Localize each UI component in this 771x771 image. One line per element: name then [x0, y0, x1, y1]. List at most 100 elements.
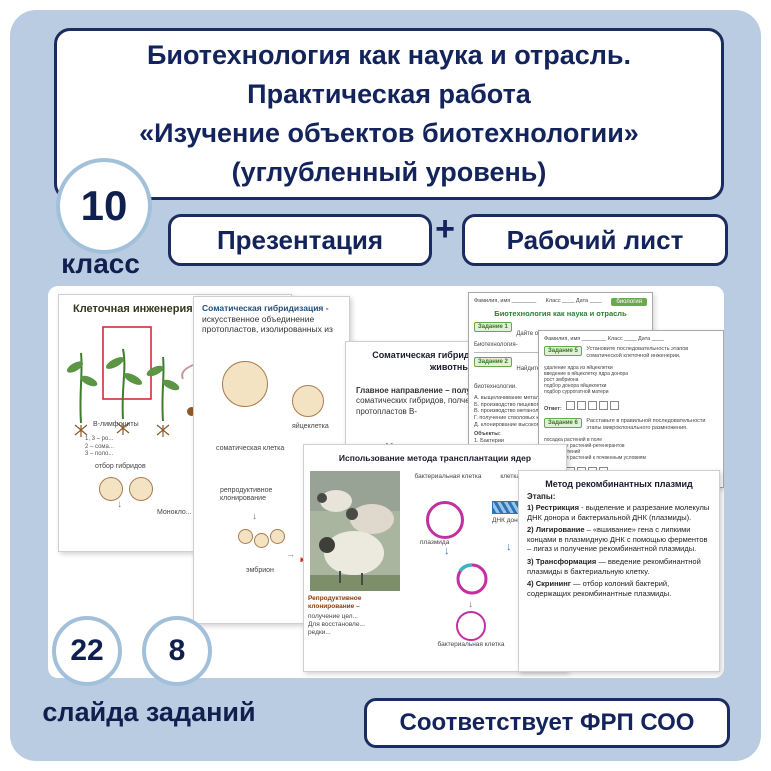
arrow-right-icon: → — [286, 549, 295, 559]
stage-term: 2) Лигирование — [527, 525, 585, 535]
stage-rest: — отбор колоний бактерий, содержащих рек… — [527, 579, 672, 598]
tasks-count-circle: 8 — [142, 616, 212, 686]
title-line: «Изучение объектов биотехнологии» — [139, 118, 639, 148]
cell-dot-icon — [187, 407, 196, 416]
egg-cell-label: яйцеклетка — [292, 423, 329, 430]
hybrid-cell-icon — [129, 477, 153, 501]
repro-line: редки... — [308, 629, 331, 636]
stage-rest: - выделение и разрезание молекулы ДНК до… — [527, 503, 710, 522]
worksheet-page-2: Фамилия, имя ________ Класс ____ Дата __… — [538, 330, 724, 488]
title-box: Биотехнология как наука и отрасль. Практ… — [54, 28, 724, 200]
task-item: Б. производство пищевого и кормо... — [474, 401, 568, 408]
repro-line: получение цел... — [308, 613, 358, 620]
stages-label: Этапы: — [527, 492, 556, 501]
sheep-photo — [310, 471, 400, 591]
arrow-down-icon: ↓ — [252, 511, 257, 522]
task-text: Установите последовательность этапов сом… — [586, 345, 689, 359]
worksheet-title: Биотехнология как наука и отрасль — [494, 309, 627, 318]
task-label: Задание 5 — [544, 345, 582, 356]
task-label: Задание 1 — [474, 322, 512, 332]
slide-heading: Соматическая гибридизация - искусственно… — [202, 303, 341, 335]
stats-label: слайда заданий — [42, 697, 256, 727]
title-line: (углубленный уровень) — [231, 157, 547, 188]
plasmid-ring-icon — [426, 501, 464, 539]
task-item: Д. клонирование высокопродуктив... — [474, 421, 568, 428]
product-pill-presentation: Презентация — [168, 214, 432, 266]
dividing-cell-icon — [254, 533, 269, 548]
heading-rest: искусственное объединение протопластов, … — [202, 313, 333, 335]
plants-caption: 1, 3 – ро... 2 – сома... 3 – поло... — [85, 436, 114, 459]
repro-line: Для восстановле... — [308, 621, 365, 628]
task-text: Расставьте в правильной последовательнос… — [586, 417, 706, 431]
grade-label: класс — [61, 248, 140, 279]
donor-dna-label: ДНК донора — [492, 517, 529, 524]
plus-separator: + — [435, 210, 455, 248]
title-line: Биотехнология как наука и отрасль. — [146, 39, 632, 70]
repro-text: получение цел... Для восстановле... редк… — [308, 613, 402, 637]
slide-heading: Использование метода трансплантации ядер — [338, 453, 532, 463]
answer-cell — [577, 401, 587, 411]
answer-cell — [588, 401, 598, 411]
task-item: подбор суррогатной матери — [544, 388, 609, 395]
product-pill-worksheet: Рабочий лист — [462, 214, 728, 266]
arrow-down-icon: ↓ — [117, 499, 122, 510]
task-label: Задание 6 — [544, 417, 582, 428]
header-line: Фамилия, имя ________ Класс ____ Дата __… — [544, 336, 664, 342]
hybrid-cell-icon — [99, 477, 123, 501]
embryo-label: эмбрион — [246, 567, 274, 574]
stage-item: 4) Скрининг — отбор колоний бактерий, со… — [527, 579, 711, 598]
subject-badge: биология — [611, 298, 647, 306]
arrow-down-icon: ↓ — [444, 545, 450, 557]
title-line: Практическая работа — [247, 78, 531, 109]
plasmid-ring-icon — [456, 611, 486, 641]
tasks-count: 8 — [168, 634, 186, 667]
task-item: Г. получение стволовых клеток... — [474, 415, 558, 422]
arrow-down-icon: ↓ — [506, 541, 512, 553]
answer-label: Ответ: — [544, 405, 562, 412]
answer-cell — [599, 401, 609, 411]
stage-term: 3) Трансформация — [527, 556, 597, 566]
slides-count-circle: 22 — [52, 616, 122, 686]
body-rest: соматических гибридов, полченных из прот… — [356, 396, 499, 416]
task-item: адаптация растений к почвенным условиям — [544, 454, 646, 461]
heading-bold: Соматическая гибридизация - — [202, 303, 329, 313]
task-item: посадка растений в поле — [544, 436, 603, 443]
task-item: введение в яйцеклетку ядра донора — [544, 370, 629, 377]
task-item: подбор донора яйцеклетки — [544, 382, 607, 389]
caption-line: 2 – сома... — [85, 443, 114, 450]
name-line: Фамилия, имя ________ — [474, 298, 537, 304]
task-item: получение растений-регенерантов — [544, 442, 625, 449]
task-label: Задание 2 — [474, 356, 512, 367]
slide-heading: Метод рекомбинантных плазмид — [545, 479, 693, 489]
stage-rest: – «вшивание» гена с липкими концами в пл… — [527, 525, 708, 554]
slide-title: Клеточная инженерия — [73, 303, 193, 315]
task-item: А. выщелачивание металлов, тяжел... — [474, 394, 572, 401]
slide-heading: Соматическая гибридизация клеток животны… — [372, 350, 533, 372]
repro-title: Репродуктивное клонирование – — [308, 595, 362, 610]
slide-body: Главное направление – получение гибридов… — [356, 386, 549, 417]
plants-icon — [66, 326, 180, 437]
stage-item: 2) Лигирование – «вшивание» гена с липки… — [527, 525, 711, 554]
dividing-cell-icon — [238, 529, 253, 544]
plasmid-label: плазмида — [420, 539, 450, 546]
task-item: удаление ядра из яйцеклетки — [544, 364, 613, 371]
bacterial-cell-top-label: бактериальная клетка — [414, 473, 482, 480]
bacterial-cell-bottom-label: бактериальная клетка — [437, 641, 505, 648]
caption-line: 1, 3 – ро... — [85, 436, 114, 442]
objects-label: Объекты: — [474, 430, 501, 437]
b-lymphocytes-label: В-лимфоциты — [93, 421, 139, 428]
arrow-down-icon: ↓ — [468, 599, 473, 610]
task-item: рост эмбриона — [544, 376, 579, 383]
stage-item: 3) Трансформация — введение рекомбинантн… — [527, 557, 711, 576]
caption-line: 3 – поло... — [85, 451, 114, 457]
slide-recombinant-plasmids: Метод рекомбинантных плазмид Этапы: 1) Р… — [518, 470, 720, 672]
task-item: В. производство метанола, биогаза... — [474, 408, 569, 415]
body-bold: Главное направление – получение гибридов… — [356, 386, 541, 395]
stage-term: 4) Скрининг — [527, 579, 571, 589]
stage-item: 1) Рестрикция - выделение и разрезание м… — [527, 503, 711, 522]
stage-term: 1) Рестрикция — [527, 503, 580, 512]
preview-panel: Клеточная инженерия — [48, 286, 724, 678]
grade-circle: 10 — [56, 158, 152, 254]
stage-rest: — введение рекомбинантной плазмиды в бак… — [527, 556, 701, 576]
